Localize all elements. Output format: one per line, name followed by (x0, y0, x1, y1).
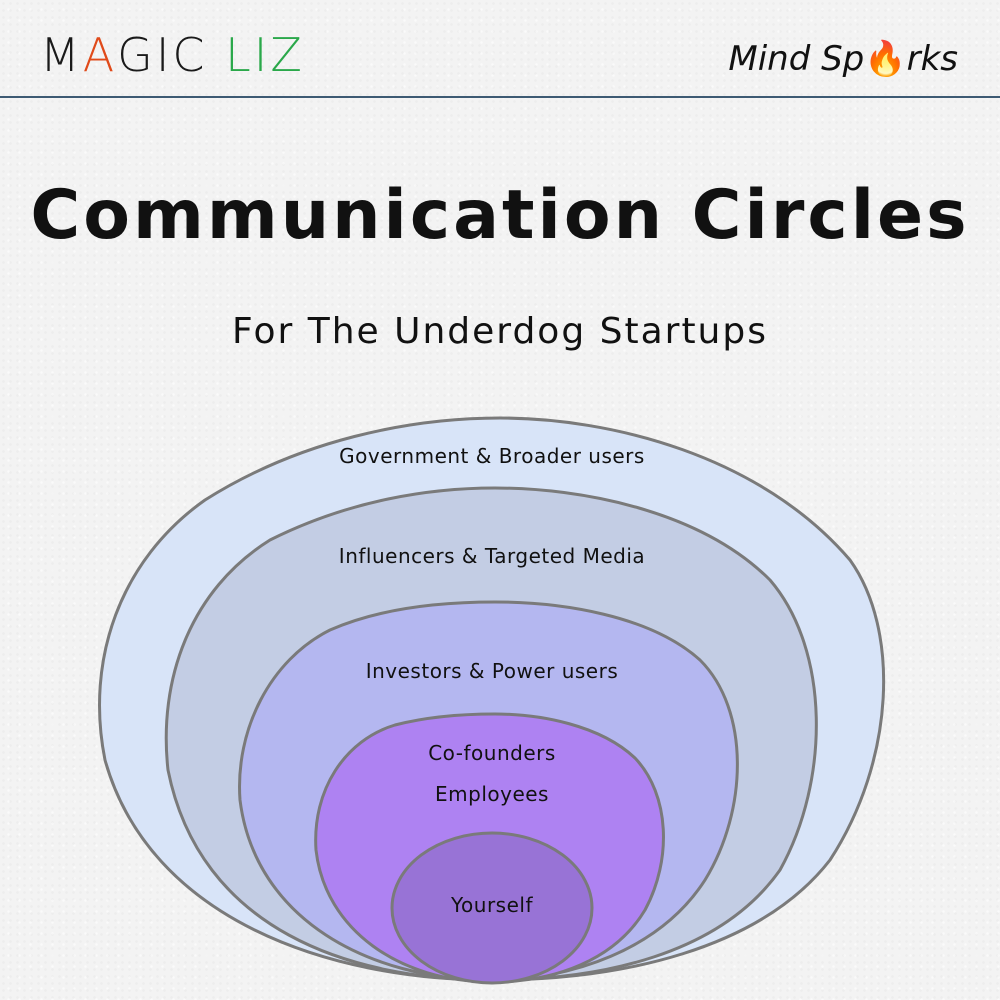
logo-letter: A (82, 28, 118, 82)
page-subtitle: For The Underdog Startups (232, 311, 768, 352)
logo-letter: Z (270, 28, 305, 82)
ring-yourself-shape (390, 831, 594, 985)
ring-government-label: Government & Broader users (339, 444, 645, 468)
logo-letter: G (117, 28, 156, 82)
ring-cofounders-label: Co-founders (428, 741, 556, 765)
ring-employees-label: Employees (435, 782, 549, 806)
ring-yourself-label: Yourself (450, 893, 533, 917)
logo-letter: I (155, 28, 173, 82)
logo-letter: I (253, 28, 271, 82)
logo: MAGIC LIZ (40, 32, 305, 78)
ring-investors-label: Investors & Power users (366, 659, 619, 683)
ring-yourself: Yourself (390, 831, 594, 985)
flame-icon: 🔥 (864, 39, 907, 79)
logo-letter: M (40, 28, 83, 82)
tagline-text-start: Mind Sp (728, 39, 865, 79)
tagline-text-end: rks (906, 39, 958, 79)
ring-influencers-label: Influencers & Targeted Media (339, 544, 645, 568)
tagline: Mind Sp🔥rks (728, 42, 958, 76)
page-title: Communication Circles (30, 176, 970, 255)
header-bar: MAGIC LIZ Mind Sp🔥rks (0, 0, 1000, 98)
logo-letter: C (172, 28, 208, 82)
logo-letter: L (225, 28, 254, 82)
